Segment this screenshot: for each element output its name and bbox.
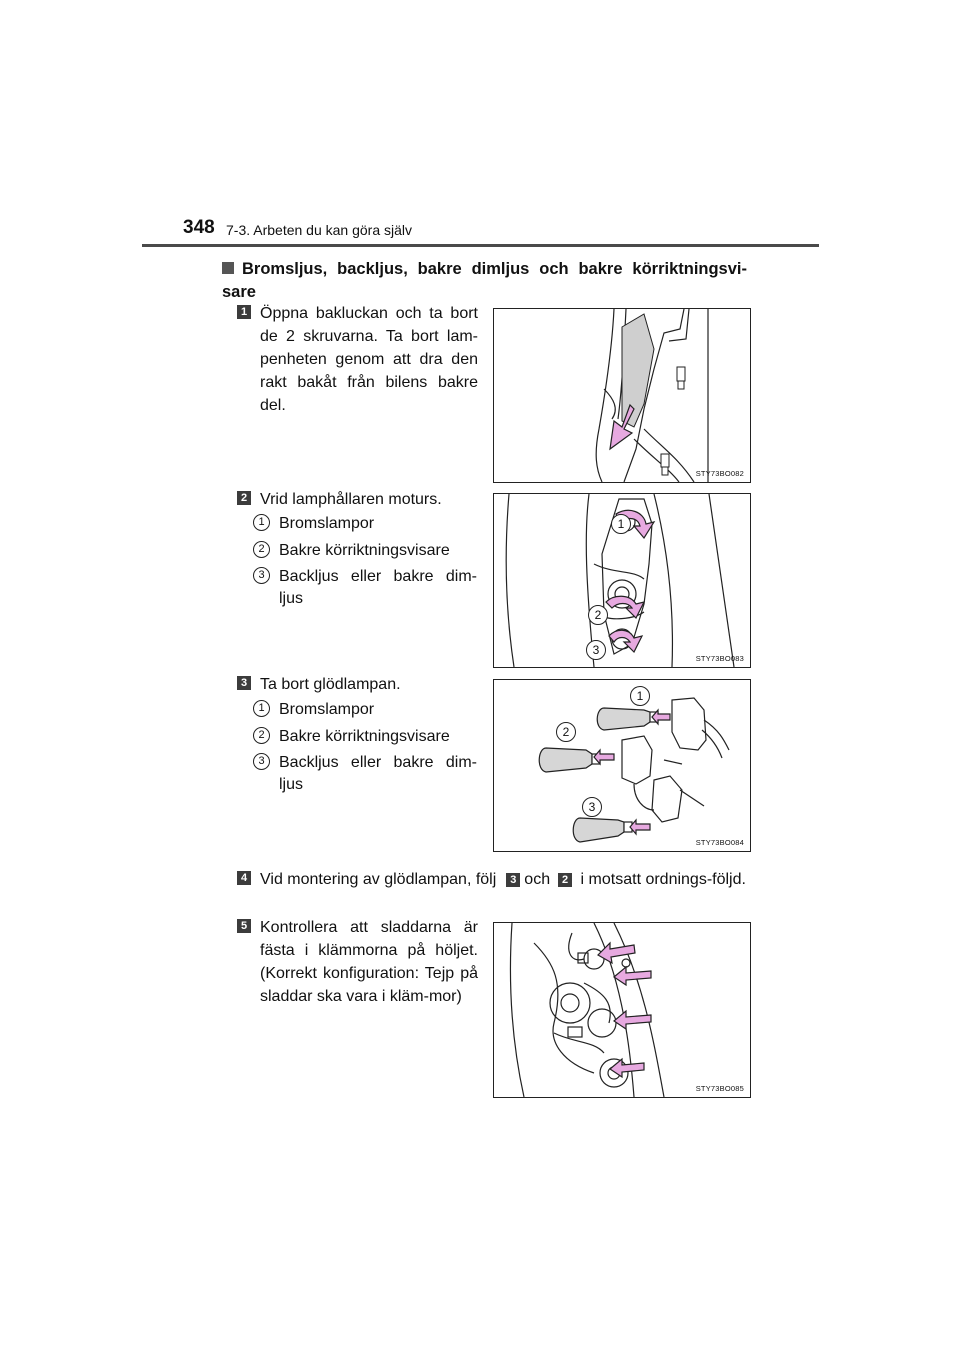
legend-label-3: Backljus eller bakre dim-ljus bbox=[279, 754, 477, 793]
step-number-1: 1 bbox=[237, 305, 251, 319]
figure-turn-lamp-holder: 1 2 3 STY73BO083 bbox=[493, 493, 751, 668]
figure-code: STY73BO082 bbox=[695, 469, 744, 478]
figure-1-drawing bbox=[595, 309, 709, 482]
step-number-5: 5 bbox=[237, 919, 251, 933]
figure-callout-1: 1 bbox=[630, 686, 650, 706]
figure-callout-2: 2 bbox=[556, 722, 576, 742]
figure-code: STY73BO084 bbox=[695, 838, 744, 847]
legend-label-2: Bakre körriktningsvisare bbox=[279, 542, 450, 559]
legend-number-2: 2 bbox=[253, 727, 270, 744]
step-5-text: Kontrollera att sladdarna är fästa i klä… bbox=[260, 919, 478, 1005]
square-bullet-icon bbox=[222, 262, 234, 274]
legend-label-1: Bromslampor bbox=[279, 701, 375, 718]
step-number-3: 3 bbox=[237, 676, 251, 690]
step-reference-3: 3 bbox=[506, 873, 521, 887]
legend-number-2: 2 bbox=[253, 541, 270, 558]
legend-label-1: Bromslampor bbox=[279, 515, 375, 532]
figure-code: STY73BO083 bbox=[695, 654, 744, 663]
figure-remove-bulbs: 1 2 3 STY73BO084 bbox=[493, 679, 751, 852]
section-title: Bromsljus, backljus, bakre dimljus och b… bbox=[222, 260, 747, 301]
figure-5-drawing bbox=[509, 923, 665, 1097]
step-3-text: Ta bort glödlampan. bbox=[260, 676, 401, 693]
step-4-text-mid: och bbox=[524, 871, 551, 888]
legend-number-3: 3 bbox=[253, 753, 270, 770]
section-heading: Bromsljus, backljus, bakre dimljus och b… bbox=[222, 258, 747, 304]
step-2-text: Vrid lamphållaren moturs. bbox=[260, 491, 442, 508]
figure-check-wire-clamps: STY73BO085 bbox=[493, 922, 751, 1098]
figure-callout-1: 1 bbox=[611, 514, 631, 534]
figure-callout-3: 3 bbox=[586, 640, 606, 660]
step-1-text: Öppna bakluckan och ta bort de 2 skruvar… bbox=[260, 305, 478, 414]
header-rule bbox=[142, 244, 819, 247]
legend-number-1: 1 bbox=[253, 700, 270, 717]
legend-label-3: Backljus eller bakre dim-ljus bbox=[279, 568, 477, 607]
step-4-text-after: i motsatt ordnings-följd. bbox=[580, 871, 746, 888]
figure-remove-lamp-unit: STY73BO082 bbox=[493, 308, 751, 483]
figure-3-drawing bbox=[538, 697, 730, 843]
step-4-text-before: Vid montering av glödlampan, följ bbox=[260, 871, 497, 888]
chapter-title: 7-3. Arbeten du kan göra själv bbox=[226, 222, 413, 238]
legend-number-1: 1 bbox=[253, 514, 270, 531]
step-reference-2: 2 bbox=[558, 873, 573, 887]
page-number: 348 bbox=[183, 217, 215, 238]
step-number-4: 4 bbox=[237, 871, 251, 885]
legend-label-2: Bakre körriktningsvisare bbox=[279, 728, 450, 745]
figure-callout-2: 2 bbox=[588, 605, 608, 625]
legend-number-3: 3 bbox=[253, 567, 270, 584]
figure-code: STY73BO085 bbox=[695, 1084, 744, 1093]
step-number-2: 2 bbox=[237, 491, 251, 505]
figure-callout-3: 3 bbox=[582, 797, 602, 817]
